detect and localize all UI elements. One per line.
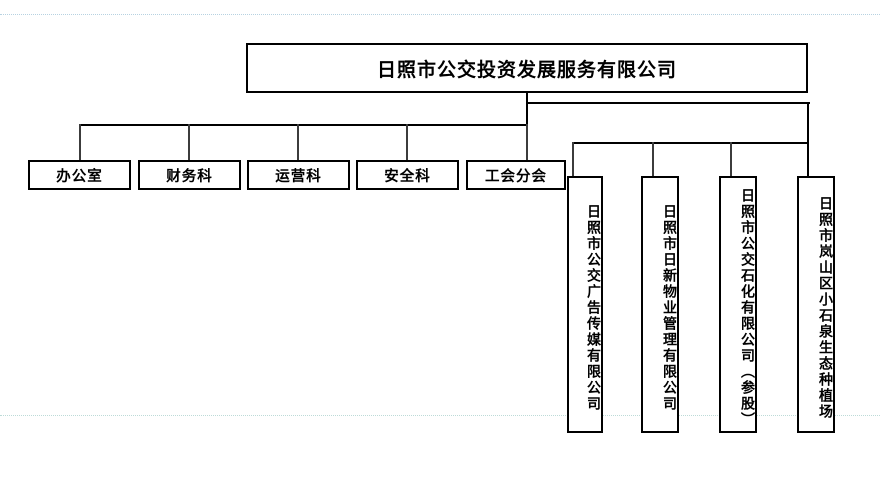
department-label-5: 工会分会 [485,168,547,185]
department-label-4: 安全科 [384,168,431,185]
department-node-safety[interactable]: 安全科 [356,160,459,190]
connector-stub-sub-3 [730,142,732,177]
subsidiary-label-4: 日照市岚山区小石泉生态种植场 [818,195,834,420]
subsidiary-label-2: 日照市日新物业管理有限公司 [662,203,678,412]
department-label-1: 办公室 [56,168,103,185]
subsidiary-label-3: 日照市公交石化有限公司（参股） [740,187,756,428]
connector-subsidiary-riser [807,102,809,177]
page-guide-bottom [0,415,880,416]
connector-subsidiary-bus [572,142,809,144]
subsidiary-node-advertising-media[interactable]: 日照市公交广告传媒有限公司 [567,176,603,433]
subsidiary-node-eco-plantation[interactable]: 日照市岚山区小石泉生态种植场 [797,176,835,433]
connector-stub-dept-4 [406,124,408,162]
department-node-operations[interactable]: 运营科 [247,160,350,190]
connector-subsidiary-feed [526,102,810,104]
connector-stub-dept-3 [297,124,299,162]
connector-department-bus [79,124,528,126]
department-node-finance[interactable]: 财务科 [138,160,241,190]
connector-stub-dept-5 [526,124,528,162]
subsidiary-node-petrochemical[interactable]: 日照市公交石化有限公司（参股） [719,176,757,433]
subsidiary-node-property-management[interactable]: 日照市日新物业管理有限公司 [641,176,679,433]
connector-stub-sub-2 [652,142,654,177]
department-label-3: 运营科 [275,168,322,185]
root-node-label: 日照市公交投资发展服务有限公司 [376,59,677,81]
department-node-office[interactable]: 办公室 [28,160,131,190]
department-node-union[interactable]: 工会分会 [466,160,566,190]
connector-stub-dept-2 [188,124,190,162]
subsidiary-label-1: 日照市公交广告传媒有限公司 [586,203,602,412]
connector-root-stem [526,93,528,126]
department-label-2: 财务科 [166,168,213,185]
root-node-company[interactable]: 日照市公交投资发展服务有限公司 [246,43,808,93]
connector-stub-dept-1 [79,124,81,162]
connector-stub-sub-1 [572,142,574,177]
page-guide-top [0,14,880,15]
